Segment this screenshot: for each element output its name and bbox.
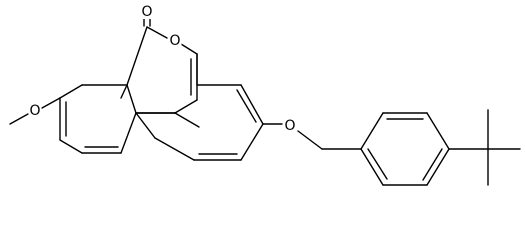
ring-oxygen-label: O (168, 33, 182, 49)
bond-lines (9, 13, 521, 186)
bond (367, 148, 388, 180)
bond (236, 89, 257, 123)
bond (360, 112, 384, 150)
bond (426, 112, 450, 150)
bond (120, 84, 128, 99)
bond (240, 123, 264, 161)
bond (126, 26, 148, 86)
bond (59, 139, 83, 154)
bond (154, 137, 195, 161)
bond (135, 112, 156, 139)
structure-skeleton (9, 13, 521, 186)
bond (126, 84, 137, 114)
bond (240, 84, 264, 125)
bond (41, 97, 61, 109)
bond (426, 148, 450, 186)
bond (297, 130, 323, 150)
bond (174, 99, 198, 114)
molecule-drawing: O O O O (9, 4, 521, 186)
bond (174, 112, 200, 128)
bond (360, 148, 384, 186)
ether-oxygen-label: O (283, 118, 297, 134)
bond (422, 148, 443, 181)
bond (9, 113, 29, 125)
bond (180, 43, 198, 55)
carbonyl-oxygen-label: O (140, 4, 154, 20)
bond (59, 84, 83, 99)
methoxy-oxygen-label: O (28, 103, 42, 119)
bond (146, 26, 168, 39)
bond (120, 112, 137, 154)
